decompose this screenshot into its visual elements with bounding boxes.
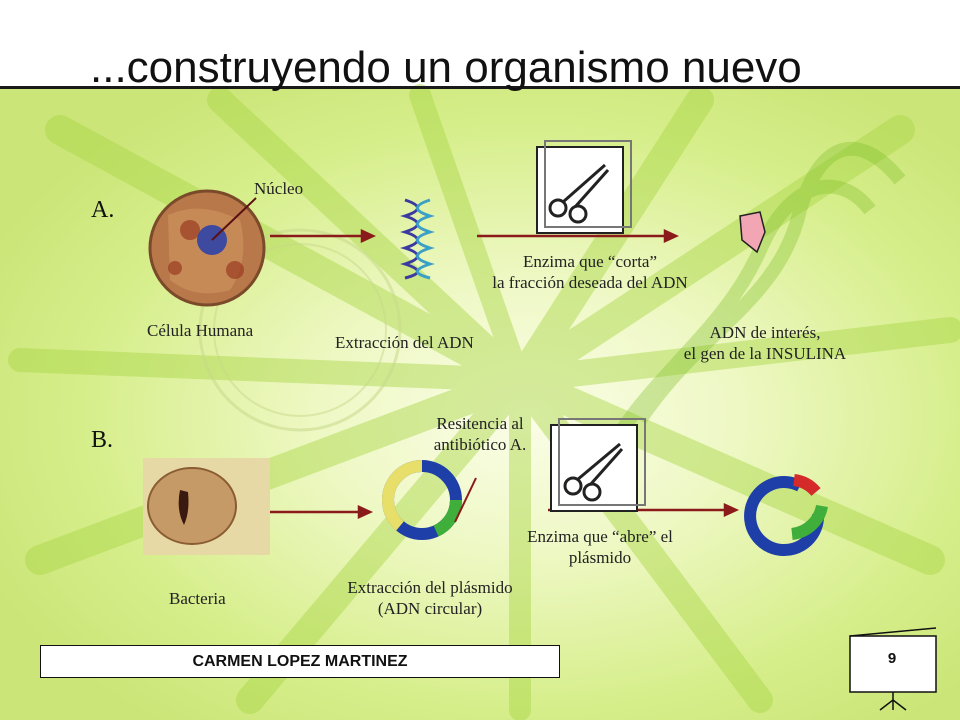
open-enzyme-label-line2: plásmido: [568, 548, 632, 567]
insulin-gene-label-line2: el gen de la INSULINA: [683, 344, 847, 363]
dna-helix-decoration: [593, 141, 906, 473]
row-b-letter: B.: [91, 427, 114, 453]
title-underline: [0, 86, 960, 89]
bacteria-label: Bacteria: [169, 589, 226, 608]
cut-enzyme-label-line1: Enzima que “corta”: [522, 252, 658, 271]
resistance-label-line2: antibiótico A.: [433, 435, 527, 454]
nucleus-label: Núcleo: [254, 179, 304, 198]
bacteria-image: [143, 458, 270, 555]
cut-enzyme-label-line2: la fracción deseada del ADN: [492, 273, 688, 292]
page-number: 9: [887, 650, 897, 667]
dna-strand-image: [400, 198, 435, 280]
author-footer: CARMEN LOPEZ MARTINEZ: [40, 645, 560, 678]
seal-watermark: [198, 228, 402, 432]
open-enzyme-label-line1: Enzima que “abre” el: [527, 527, 673, 546]
plasmid-extraction-label-line2: (ADN circular): [377, 599, 483, 618]
slide-title: ...construyendo un organismo nuevo: [90, 43, 802, 92]
scissors-enzyme-image-a: [536, 140, 632, 234]
plasmid-image: [381, 460, 477, 540]
insulin-gene-label-line1: ADN de interés,: [709, 323, 821, 342]
row-a-letter: A.: [91, 197, 115, 223]
human-cell-image: [148, 189, 266, 307]
dna-extraction-label: Extracción del ADN: [335, 333, 474, 352]
scissors-enzyme-image-b: [550, 418, 646, 512]
open-plasmid-image: [744, 474, 828, 556]
cell-label: Célula Humana: [147, 321, 254, 340]
dna-fragment-image: [739, 211, 766, 254]
page-number-box: [849, 627, 937, 711]
plasmid-extraction-label-line1: Extracción del plásmido: [347, 578, 513, 597]
resistance-label-line1: Resitencia al: [436, 414, 524, 433]
